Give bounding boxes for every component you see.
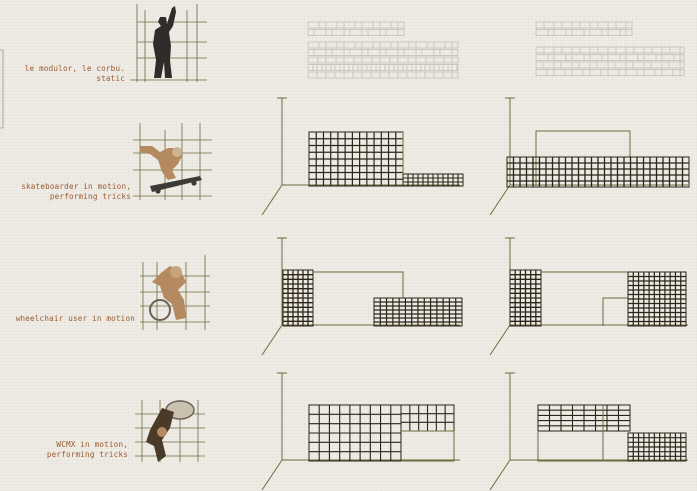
frame-row2-left: [262, 238, 460, 355]
grid-row1-right-band: [507, 157, 689, 187]
grid-row1-left-main: [309, 132, 403, 186]
grid-row2-right-block: [628, 272, 686, 326]
grid-row2-left-low: [374, 298, 462, 326]
frame-perspective-line: [262, 325, 282, 355]
grid-row2-left-tall: [283, 270, 313, 326]
grid-row1-left-step: [403, 174, 463, 186]
frame-perspective-line: [262, 460, 282, 490]
outline-row2-left: [313, 272, 403, 298]
grid-row3-right-block: [628, 433, 686, 461]
frame-perspective-line: [262, 185, 282, 215]
grid-row3-right-upper: [538, 405, 630, 431]
outline-row2-right-step: [603, 298, 628, 326]
frame-perspective-line: [490, 185, 510, 215]
grid-row3-left-main: [309, 405, 401, 461]
outline-row3-left: [401, 431, 454, 461]
frame-row1-left: [262, 98, 460, 215]
grid-row2-right-tall: [510, 270, 541, 326]
grid-row3-left-upper: [401, 405, 454, 431]
frame-perspective-line: [490, 325, 510, 355]
outline-row3-right: [538, 431, 630, 461]
outline-row1-right: [536, 131, 630, 186]
frame-perspective-line: [490, 460, 510, 490]
